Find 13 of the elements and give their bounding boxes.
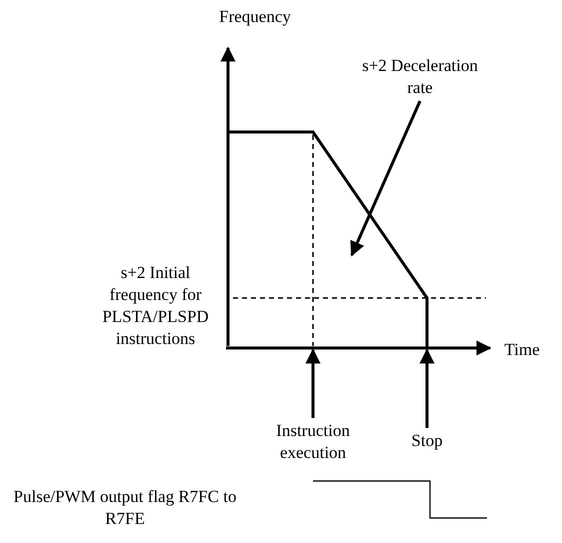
y-axis — [220, 46, 236, 346]
annotation-label: s+2 Initial frequency for PLSTA/PLSPD instructions — [101, 262, 210, 350]
axis-label: Frequency — [218, 6, 292, 28]
arrow — [306, 348, 320, 418]
annotation-label: Stop — [397, 430, 457, 452]
annotation-label: s+2 Deceleration rate — [355, 55, 485, 99]
frequency-curve — [229, 130, 428, 348]
arrow — [420, 348, 434, 428]
x-axis — [226, 340, 492, 356]
axis-label: Time — [503, 339, 541, 361]
arrow — [350, 100, 422, 256]
annotation-label: Instruction execution — [253, 420, 373, 464]
signal-label: Pulse/PWM output flag R7FC to R7FE — [12, 486, 238, 530]
